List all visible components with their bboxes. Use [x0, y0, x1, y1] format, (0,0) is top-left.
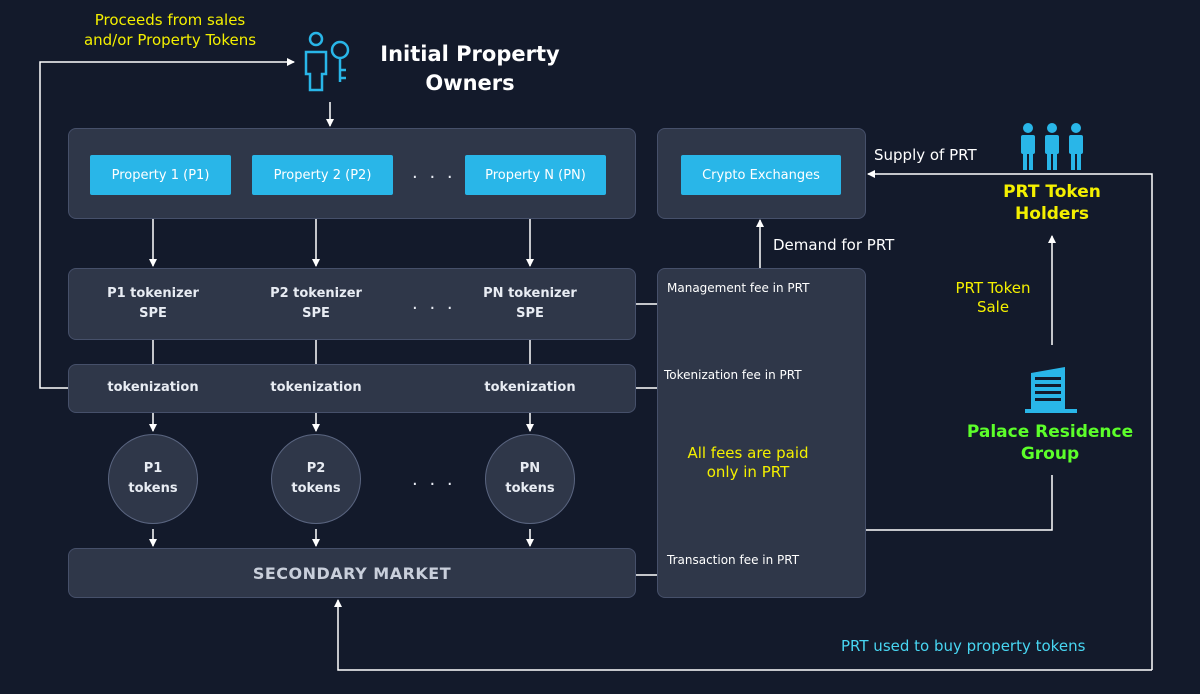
all-fees-line1: All fees are paid: [687, 444, 809, 462]
prt-used-label: PRT used to buy property tokens: [841, 637, 1086, 655]
group-line2: Group: [1020, 444, 1080, 464]
property-1-box: Property 1 (P1): [90, 155, 231, 195]
token-sale-line2: Sale: [976, 298, 1010, 316]
proceeds-note: Proceeds from sales and/or Property Toke…: [50, 10, 290, 50]
tokenization-fee-label: Tokenization fee in PRT: [664, 368, 802, 382]
tokens-ellipsis: · · ·: [412, 474, 456, 495]
holders-line1: PRT Token: [1003, 182, 1101, 202]
token-sale-label: PRT Token Sale: [933, 279, 1053, 317]
tokenizer-ellipsis: · · ·: [412, 298, 456, 319]
tokenizer-2: P2 tokenizer SPE: [246, 284, 386, 324]
transaction-fee-label: Transaction fee in PRT: [667, 553, 800, 567]
person-key-icon: [304, 31, 350, 92]
property-2-box: Property 2 (P2): [252, 155, 393, 195]
proceeds-line: [39, 58, 295, 389]
p2-tokens-line2: tokens: [291, 481, 341, 496]
pn-tokens-circle: PN tokens: [485, 434, 575, 524]
tokenizer-1-line2: SPE: [139, 306, 167, 321]
owners-title-line2: Owners: [425, 71, 515, 95]
supply-arrow: [867, 170, 1153, 670]
tokenization-n: tokenization: [484, 380, 576, 395]
tokenizer-n-line1: PN tokenizer: [483, 286, 577, 301]
tokenizer-2-line2: SPE: [302, 306, 330, 321]
proceeds-note-line2: and/or Property Tokens: [83, 31, 257, 49]
tokenizer-1-line1: P1 tokenizer: [107, 286, 199, 301]
property-n-box: Property N (PN): [465, 155, 606, 195]
tokenizer-2-line1: P2 tokenizer: [270, 286, 362, 301]
supply-label: Supply of PRT: [874, 146, 977, 164]
tokenizer-panel: [68, 268, 636, 340]
holders-line2: Holders: [1015, 204, 1089, 224]
building-icon: [1025, 367, 1077, 413]
fees-panel: [657, 268, 866, 598]
proceeds-note-line1: Proceeds from sales: [94, 11, 246, 29]
secondary-market-label: SECONDARY MARKET: [252, 563, 452, 583]
token-sale-line1: PRT Token: [955, 279, 1031, 297]
tokenizer-1: P1 tokenizer SPE: [83, 284, 223, 324]
demand-label: Demand for PRT: [773, 236, 895, 254]
group-to-fees-line: [848, 475, 1053, 531]
properties-ellipsis: · · ·: [412, 167, 456, 188]
prt-used-line: [334, 599, 1152, 671]
p2-tokens-line1: P2: [306, 461, 326, 476]
tokenization-panel: [68, 364, 636, 413]
pn-tokens-line2: tokens: [505, 481, 555, 496]
all-fees-line2: only in PRT: [706, 463, 790, 481]
group-line1: Palace Residence: [966, 422, 1134, 442]
management-fee-label: Management fee in PRT: [667, 281, 810, 295]
group-title: Palace Residence Group: [950, 421, 1150, 465]
tokenizer-n: PN tokenizer SPE: [460, 284, 600, 324]
p1-tokens-circle: P1 tokens: [108, 434, 198, 524]
tokenization-2: tokenization: [270, 380, 362, 395]
tokenization-1: tokenization: [107, 380, 199, 395]
tokenizer-n-line2: SPE: [516, 306, 544, 321]
p1-tokens-line1: P1: [143, 461, 163, 476]
pn-tokens-line1: PN: [519, 461, 541, 476]
secondary-market-panel: SECONDARY MARKET: [68, 548, 636, 598]
all-fees-note: All fees are paid only in PRT: [657, 444, 839, 482]
p1-tokens-line2: tokens: [128, 481, 178, 496]
owners-title-line1: Initial Property: [380, 42, 560, 66]
people-group-icon: [1021, 123, 1083, 170]
p2-tokens-circle: P2 tokens: [271, 434, 361, 524]
crypto-exchanges-box: Crypto Exchanges: [681, 155, 841, 195]
holders-title: PRT Token Holders: [982, 181, 1122, 225]
owners-title: Initial Property Owners: [355, 40, 585, 98]
